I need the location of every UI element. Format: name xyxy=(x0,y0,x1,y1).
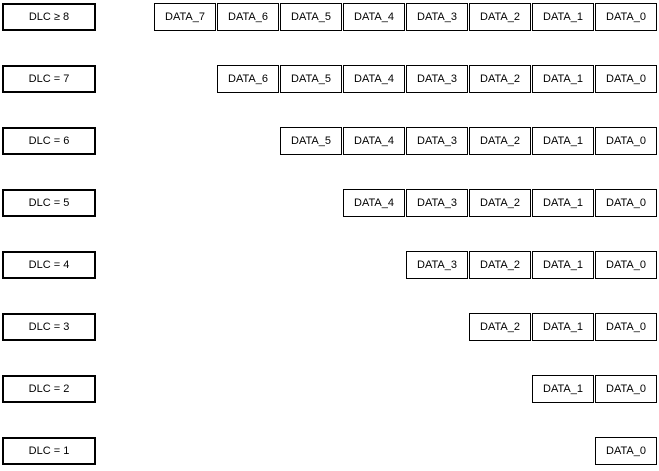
data-byte-cell: DATA_1 xyxy=(532,127,594,155)
data-byte-cell: DATA_4 xyxy=(343,65,405,93)
dlc-label-box: DLC = 2 xyxy=(2,375,96,403)
data-byte-cell: DATA_3 xyxy=(406,3,468,31)
data-byte-cell: DATA_0 xyxy=(595,251,657,279)
data-byte-cell: DATA_7 xyxy=(154,3,216,31)
data-byte-cell: DATA_0 xyxy=(595,3,657,31)
data-byte-cell: DATA_3 xyxy=(406,189,468,217)
data-byte-cell: DATA_2 xyxy=(469,65,531,93)
dlc-label-box: DLC ≥ 8 xyxy=(2,3,96,31)
data-byte-cell: DATA_0 xyxy=(595,65,657,93)
dlc-row: DLC = 1 DATA_0 xyxy=(0,437,659,465)
dlc-label-box: DLC = 3 xyxy=(2,313,96,341)
dlc-label-box: DLC = 5 xyxy=(2,189,96,217)
data-byte-cell: DATA_1 xyxy=(532,65,594,93)
data-byte-cell: DATA_5 xyxy=(280,127,342,155)
data-byte-cell: DATA_0 xyxy=(595,189,657,217)
data-byte-cell: DATA_2 xyxy=(469,189,531,217)
data-byte-cell: DATA_2 xyxy=(469,127,531,155)
data-byte-cell: DATA_2 xyxy=(469,3,531,31)
data-byte-cell: DATA_1 xyxy=(532,189,594,217)
dlc-label-box: DLC = 1 xyxy=(2,437,96,465)
data-byte-cell: DATA_1 xyxy=(532,375,594,403)
data-byte-cell: DATA_3 xyxy=(406,127,468,155)
data-byte-cell: DATA_0 xyxy=(595,127,657,155)
data-byte-cell: DATA_3 xyxy=(406,65,468,93)
data-byte-strip: DATA_0 xyxy=(595,437,657,465)
data-byte-cell: DATA_4 xyxy=(343,189,405,217)
dlc-label-box: DLC = 4 xyxy=(2,251,96,279)
data-byte-cell: DATA_1 xyxy=(532,251,594,279)
data-byte-cell: DATA_5 xyxy=(280,65,342,93)
data-byte-cell: DATA_2 xyxy=(469,251,531,279)
data-byte-cell: DATA_4 xyxy=(343,3,405,31)
data-byte-cell: DATA_0 xyxy=(595,437,657,465)
data-byte-cell: DATA_3 xyxy=(406,251,468,279)
data-byte-cell: DATA_1 xyxy=(532,3,594,31)
data-byte-cell: DATA_0 xyxy=(595,375,657,403)
data-byte-cell: DATA_2 xyxy=(469,313,531,341)
data-byte-cell: DATA_1 xyxy=(532,313,594,341)
data-byte-cell: DATA_0 xyxy=(595,313,657,341)
data-byte-cell: DATA_4 xyxy=(343,127,405,155)
dlc-label-box: DLC = 7 xyxy=(2,65,96,93)
data-byte-cell: DATA_6 xyxy=(217,65,279,93)
data-byte-cell: DATA_6 xyxy=(217,3,279,31)
dlc-label-box: DLC = 6 xyxy=(2,127,96,155)
data-byte-cell: DATA_5 xyxy=(280,3,342,31)
